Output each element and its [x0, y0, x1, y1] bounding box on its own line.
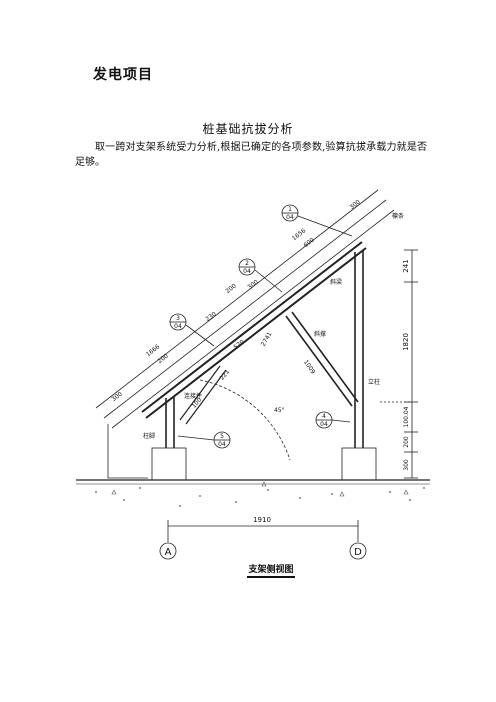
diagonal-brace: [285, 315, 353, 407]
panel-outline-line: [103, 199, 387, 419]
panel-outline-line: [111, 209, 395, 429]
axis-d-circle: [349, 542, 367, 560]
beam-dim: 1656: [291, 227, 307, 242]
callout-bottom: 04: [286, 214, 294, 221]
component-label: 连接件: [184, 392, 202, 400]
beam-dim: 300: [348, 198, 361, 211]
callout-bottom: 04: [174, 323, 182, 330]
wall-outline: [107, 424, 148, 479]
callout-bottom: 04: [243, 268, 251, 275]
callout-bottom: 04: [320, 421, 328, 428]
vertical-dim: 100.04: [403, 406, 410, 427]
vertical-dim: 241: [402, 259, 410, 272]
beam-dim: 300: [246, 278, 259, 291]
axis-label-a: A: [165, 547, 172, 558]
diagonal-brace: [291, 311, 359, 403]
component-label: 檩条: [392, 212, 404, 220]
callout-top: 1: [288, 206, 292, 213]
callout-top: 2: [245, 260, 249, 267]
ground-hatch: [95, 487, 425, 507]
drawing-caption: 支架侧视图: [247, 563, 293, 575]
callout-top: 4: [322, 413, 326, 420]
callout-top: 3: [176, 315, 180, 322]
brace-dim: 2741: [260, 331, 274, 348]
span-dimension: 1910: [253, 516, 271, 524]
callout-top: 5: [220, 433, 224, 440]
inclined-beam: [141, 241, 363, 413]
lower-brace: [179, 365, 221, 421]
component-label: 立柱: [368, 378, 380, 386]
beam-dim: 230: [204, 310, 217, 323]
vertical-dim: 300: [403, 459, 410, 471]
brace-dim: 1009: [302, 359, 317, 376]
front-pile-foundation: [151, 447, 187, 481]
vertical-dim: 200: [403, 436, 410, 448]
caption-underline: [247, 576, 295, 578]
inclined-beam: [145, 247, 367, 419]
vertical-dim: 1820: [402, 333, 410, 351]
component-label: 斜梁: [330, 278, 342, 286]
lower-brace: [185, 369, 227, 425]
document-title: 桩基础抗拔分析: [202, 122, 294, 136]
component-label: 斜撑: [314, 330, 326, 338]
beam-dim: 300: [110, 390, 123, 403]
angle-arc: [199, 379, 291, 461]
axis-label-d: D: [354, 547, 362, 558]
beam-dim: 1666: [145, 343, 161, 358]
axis-a-circle: [159, 542, 177, 560]
rear-pile-foundation: [341, 447, 377, 481]
brace-dim: 221: [218, 368, 231, 381]
component-label: 柱脚: [143, 432, 155, 440]
page-heading: 发电项目: [93, 67, 153, 83]
beam-dim: 200: [224, 282, 237, 295]
angle-label: 45°: [274, 407, 285, 414]
callout-bottom: 04: [218, 441, 226, 448]
panel-outline-line: [95, 189, 379, 409]
document-body: 取一跨对支架系统受力分析,根据已确定的各项参数,验算抗拔承载力就是否足够。: [75, 142, 427, 168]
beam-dim: 200: [156, 352, 169, 365]
beam-dim: 600: [302, 236, 315, 249]
